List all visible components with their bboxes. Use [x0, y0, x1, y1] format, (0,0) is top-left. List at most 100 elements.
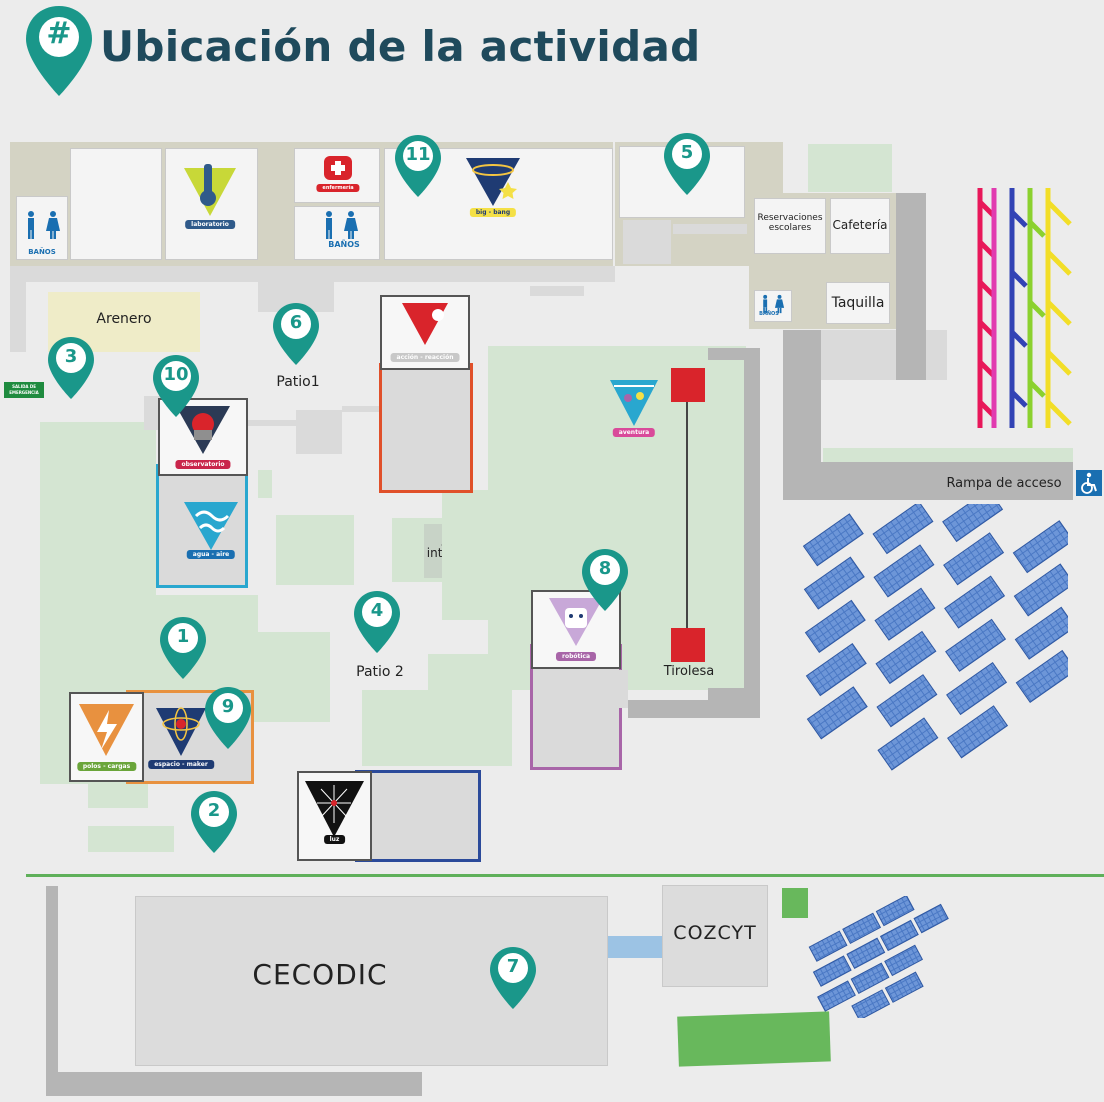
tirolesa-top-marker	[671, 368, 705, 402]
green-left-4	[88, 784, 148, 808]
patio2-label: Patio 2	[356, 664, 404, 680]
pin-number: 6	[289, 312, 303, 333]
room-cafeteria	[830, 198, 890, 254]
pin-number: 9	[221, 696, 235, 717]
site-divider	[26, 874, 1104, 877]
cozcyt-label: COZCYT	[673, 922, 757, 944]
luz-zone	[355, 770, 481, 862]
espacio-maker-label: espacio - maker	[148, 760, 214, 769]
arenero-label: Arenero	[96, 311, 152, 327]
restroom-icon	[20, 210, 66, 240]
accion-reaccion-card: acción - reacción	[380, 295, 470, 370]
room-banos-1	[16, 196, 68, 260]
connector-accion	[342, 406, 380, 412]
observatorio-label: observatorio	[175, 460, 231, 469]
map-pin-2[interactable]: 2	[190, 790, 238, 854]
espacio-maker-badge: espacio - maker	[148, 702, 214, 772]
bar-5	[673, 224, 747, 234]
ramp-green	[823, 448, 1073, 462]
polos-cargas-card: polos - cargas	[69, 692, 144, 782]
pin-number: 3	[64, 346, 78, 367]
accion-reaccion-zone	[379, 363, 473, 493]
corridor-left	[10, 282, 26, 352]
stairs-10	[144, 396, 160, 430]
laboratorio-label: laboratorio	[185, 220, 235, 229]
taquilla-label: Taquilla	[831, 295, 885, 311]
room-1	[70, 148, 162, 260]
stairs-patio1	[296, 410, 342, 454]
tirolesa-line	[686, 398, 688, 632]
rampa-label: Rampa de acceso	[946, 476, 1062, 491]
polos-cargas-label: polos - cargas	[76, 762, 137, 771]
cozcyt-building	[662, 885, 768, 987]
luz-card: luz	[297, 771, 372, 861]
pin-number: 8	[598, 558, 612, 579]
pin-number: 5	[680, 142, 694, 163]
laboratorio-badge: laboratorio	[180, 160, 240, 234]
banos-label-1: BAÑOS	[28, 248, 56, 256]
map-pin-1[interactable]: 1	[159, 616, 207, 680]
aventura-label: aventura	[612, 428, 656, 437]
enfermeria-badge: enfermería	[316, 152, 360, 196]
reservaciones-label: Reservaciones escolares	[757, 213, 823, 233]
ramp-horizontal	[783, 462, 1073, 500]
robotica-stairs	[612, 670, 628, 708]
pin-number: 11	[405, 144, 431, 165]
agua-aire-label: agua - aire	[186, 550, 236, 559]
pin-number: 2	[207, 800, 221, 821]
robotica-label: robótica	[555, 652, 597, 661]
green-left-6	[258, 470, 272, 498]
green-top-right	[808, 144, 892, 192]
room-banos-2	[294, 206, 380, 260]
pin-number: 10	[163, 364, 189, 385]
green-center	[276, 515, 354, 585]
map-pin-9[interactable]: 9	[204, 686, 252, 750]
map-pin-10[interactable]: 10	[152, 354, 200, 418]
colorful-structure	[974, 182, 1078, 434]
green-left-5	[88, 826, 174, 852]
connector-observatorio	[248, 420, 298, 426]
map-pin-7[interactable]: 7	[489, 946, 537, 1010]
accion-reaccion-label: acción - reacción	[390, 353, 460, 362]
green-small	[782, 888, 808, 918]
map-pin-8[interactable]: 8	[581, 548, 629, 612]
enfermeria-label: enfermería	[316, 184, 360, 192]
tirolesa-track-bottom	[628, 700, 760, 718]
emergency-exit-sign: SALIDA DE EMERGENCIA	[4, 382, 44, 398]
patio1-label: Patio1	[276, 374, 320, 390]
agua-aire-badge: agua - aire	[180, 496, 242, 564]
walkway	[608, 936, 662, 958]
map-pin-11[interactable]: 11	[394, 134, 442, 198]
pin-number: 7	[506, 956, 520, 977]
title-hash: #	[46, 16, 72, 51]
room-reservaciones	[754, 198, 826, 254]
corridor-top	[10, 266, 615, 282]
stairs-5	[623, 220, 671, 264]
ramp-steps	[821, 330, 947, 380]
lower-left-wall	[46, 886, 58, 1072]
lower-bottom-wall	[46, 1072, 422, 1096]
banos-label-2: BAÑOS	[328, 240, 360, 249]
green-mid	[442, 490, 542, 620]
banos-label-3: BAÑOS	[759, 311, 779, 317]
green-lawn	[677, 1011, 831, 1067]
pin-number: 1	[176, 626, 190, 647]
tirolesa-bottom-marker	[671, 628, 705, 662]
wheelchair-icon	[1076, 470, 1102, 496]
map-pin-6[interactable]: 6	[272, 302, 320, 366]
restroom-icon	[758, 294, 788, 314]
solar-panels-lower	[802, 894, 954, 1021]
observatorio-card: observatorio	[158, 398, 248, 476]
map-pin-3[interactable]: 3	[47, 336, 95, 400]
bar-mid	[530, 286, 584, 296]
bigbang-label: big - bang	[469, 208, 517, 217]
map-pin-5[interactable]: 5	[663, 132, 711, 196]
pin-number: 4	[370, 600, 384, 621]
bigbang-badge: big - bang	[462, 152, 524, 222]
title-pin-icon: #	[24, 4, 94, 98]
cafeteria-label: Cafetería	[832, 218, 888, 232]
map-pin-4[interactable]: 4	[353, 590, 401, 654]
room-taquilla	[826, 282, 890, 324]
ramp-right	[896, 193, 926, 380]
luz-label: luz	[323, 835, 346, 844]
